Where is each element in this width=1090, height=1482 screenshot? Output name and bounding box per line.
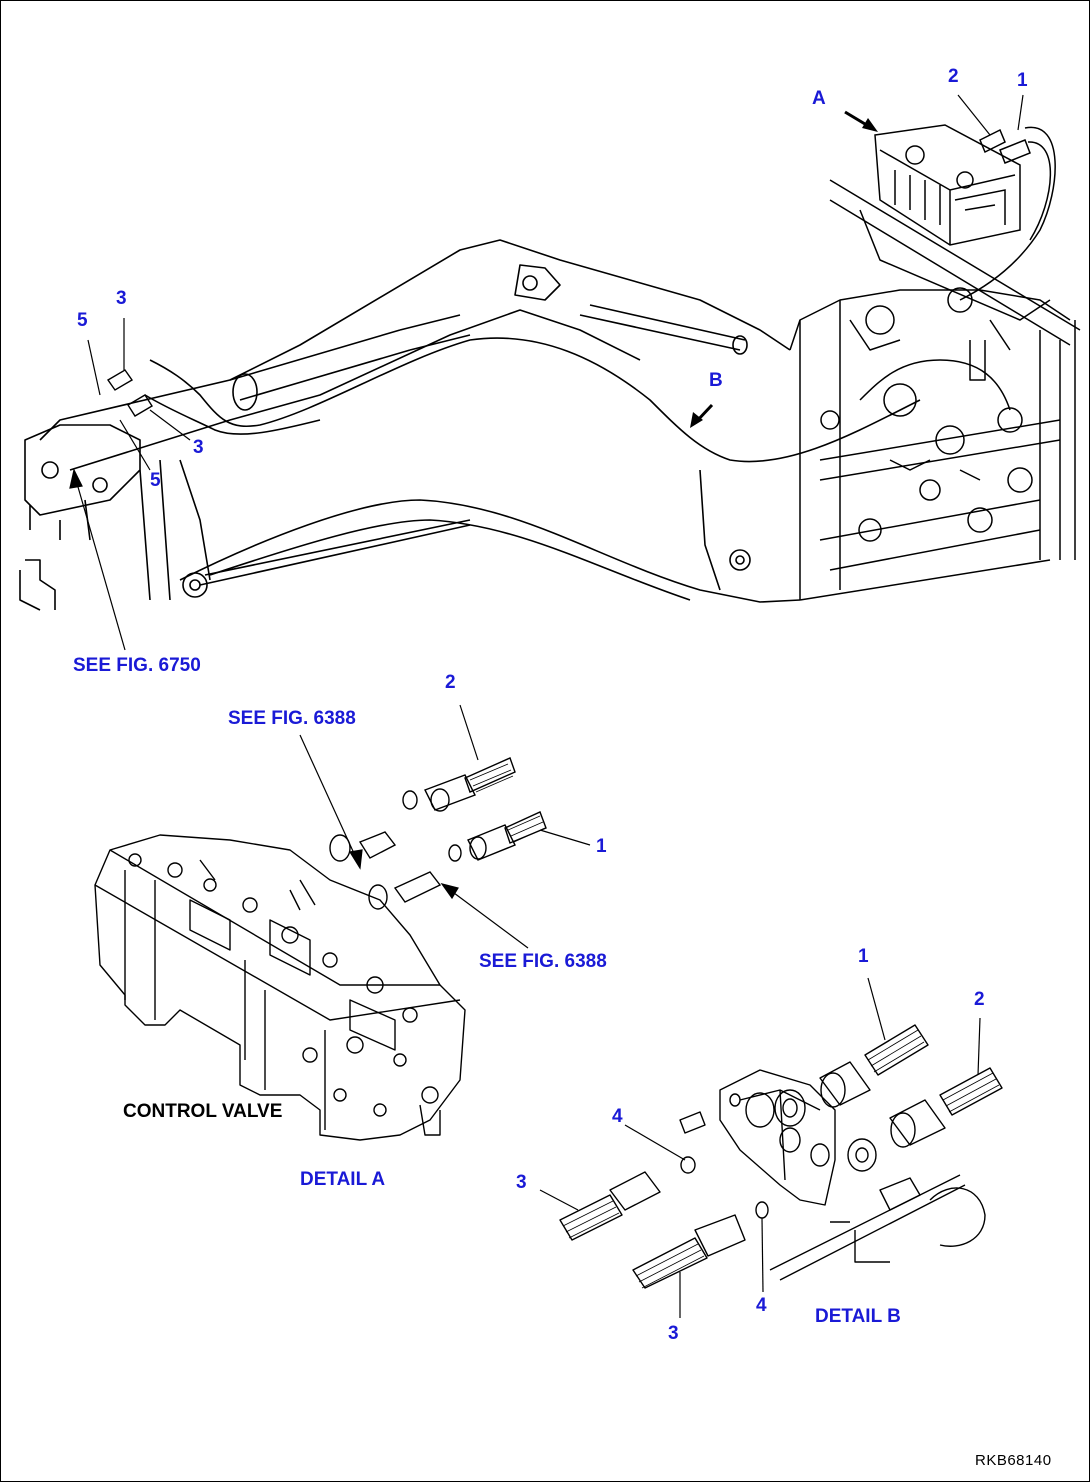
callout-3-detail-b-b: 3 [668, 1323, 679, 1344]
callout-4-detail-b-a: 4 [612, 1106, 623, 1127]
detail-a-fittings [329, 757, 547, 910]
see-fig-6750: SEE FIG. 6750 [73, 655, 201, 676]
arrow-a [844, 110, 878, 132]
leader-lines-detail-a [299, 704, 591, 949]
see-fig-6388-bottom: SEE FIG. 6388 [479, 951, 607, 972]
revolving-frame [789, 179, 1081, 601]
leader-lines-detail-b [539, 977, 981, 1318]
callout-1-detail-b: 1 [858, 946, 869, 967]
detail-b-hose-hatch [562, 1029, 1000, 1289]
callout-5-top-b: 5 [150, 470, 161, 491]
callout-4-detail-b-b: 4 [756, 1295, 767, 1316]
callout-3-top-b: 3 [193, 437, 204, 458]
figure-code: RKB68140 [975, 1452, 1052, 1469]
callout-2-detail-a: 2 [445, 672, 456, 693]
callout-5-top-a: 5 [77, 310, 88, 331]
boom-assembly [19, 239, 921, 611]
leader-lines-top [69, 94, 1024, 651]
boom-head-fittings [106, 369, 153, 417]
callout-a: A [812, 88, 826, 109]
detail-a-valve [94, 834, 466, 1141]
detail-a-title: DETAIL A [300, 1169, 386, 1190]
see-fig-6388-top: SEE FIG. 6388 [228, 708, 356, 729]
callout-3-top-a: 3 [116, 288, 127, 309]
control-valve-label: CONTROL VALVE [123, 1101, 283, 1122]
detail-a-hose-hatch [469, 763, 546, 843]
callout-2-detail-b: 2 [974, 989, 985, 1010]
callout-1-top: 1 [1017, 70, 1028, 91]
callout-2-top: 2 [948, 66, 959, 87]
callout-1-detail-a: 1 [596, 836, 607, 857]
detail-b-title: DETAIL B [815, 1306, 901, 1327]
callout-3-detail-b-a: 3 [516, 1172, 527, 1193]
callout-b: B [709, 370, 723, 391]
control-valve-top [874, 124, 1056, 301]
detail-b-block [559, 1024, 1003, 1289]
arrow-b [690, 403, 714, 428]
